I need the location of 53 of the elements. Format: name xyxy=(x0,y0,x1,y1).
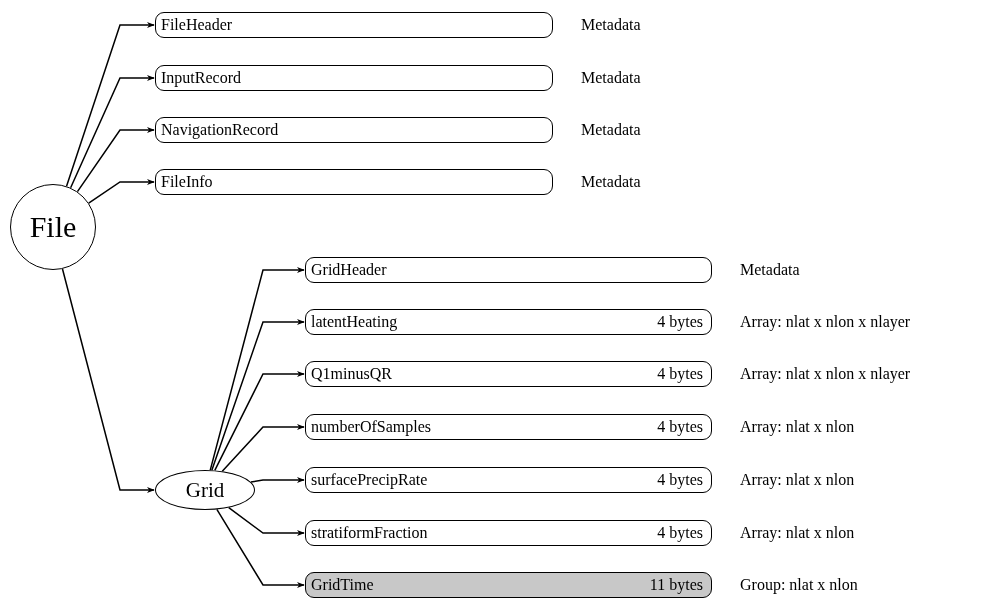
field-box xyxy=(305,467,712,493)
node-label: GridTime xyxy=(311,576,374,594)
size-label: 4 bytes xyxy=(657,313,703,331)
node-label: stratiformFraction xyxy=(311,524,428,542)
arrow xyxy=(216,508,305,589)
description-text: Metadata xyxy=(581,16,641,34)
description-text: Metadata xyxy=(581,121,641,139)
node-label: Grid xyxy=(185,477,225,503)
field-box xyxy=(305,520,712,546)
size-label: 4 bytes xyxy=(657,471,703,489)
field-box xyxy=(305,414,712,440)
arrow xyxy=(221,423,305,472)
node-label: numberOfSamples xyxy=(311,418,431,436)
arrow xyxy=(211,318,305,471)
node-label: latentHeating xyxy=(311,313,398,331)
node-label: FileInfo xyxy=(161,173,213,191)
description-text: Array: nlat x nlon x nlayer xyxy=(740,313,911,331)
arrow xyxy=(250,476,305,484)
arrow xyxy=(209,266,305,471)
arrow xyxy=(87,178,155,204)
field-box xyxy=(305,361,712,387)
description-text: Array: nlat x nlon xyxy=(740,471,855,489)
size-label: 4 bytes xyxy=(657,524,703,542)
field-box xyxy=(155,117,553,143)
node-label: GridHeader xyxy=(311,261,387,279)
node-label: Q1minusQR xyxy=(311,365,392,383)
description-text: Metadata xyxy=(581,69,641,87)
node-label: InputRecord xyxy=(161,69,241,87)
description-text: Group: nlat x nlon xyxy=(740,576,858,594)
arrow xyxy=(69,74,155,189)
arrow xyxy=(61,268,155,494)
description-text: Metadata xyxy=(581,173,641,191)
field-box xyxy=(155,169,553,195)
group-box xyxy=(305,572,712,598)
node-label: surfacePrecipRate xyxy=(311,471,428,489)
arrow xyxy=(228,506,305,537)
node-label: NavigationRecord xyxy=(161,121,279,139)
description-text: Array: nlat x nlon x nlayer xyxy=(740,365,911,383)
field-box xyxy=(305,257,712,283)
description-text: Metadata xyxy=(740,261,800,279)
field-box xyxy=(155,65,553,91)
arrow xyxy=(65,21,155,187)
arrow xyxy=(214,370,305,472)
arrow xyxy=(76,126,155,193)
node-label: FileHeader xyxy=(161,16,233,34)
size-label: 4 bytes xyxy=(657,418,703,436)
description-text: Array: nlat x nlon xyxy=(740,524,855,542)
size-label: 4 bytes xyxy=(657,365,703,383)
node-label: File xyxy=(29,210,77,244)
field-box xyxy=(155,12,553,38)
description-text: Array: nlat x nlon xyxy=(740,418,855,436)
field-box xyxy=(305,309,712,335)
size-label: 11 bytes xyxy=(649,576,703,594)
